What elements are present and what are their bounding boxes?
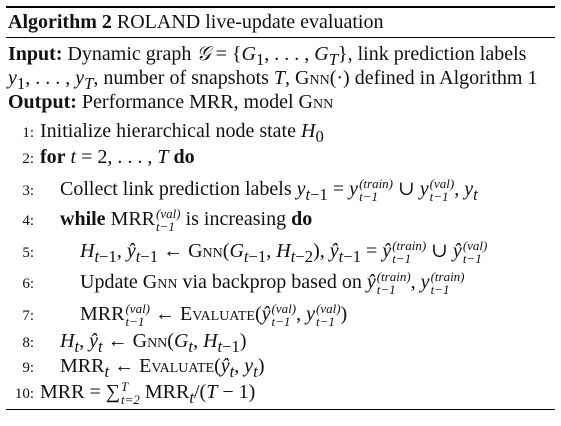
- step-5: 5:Ht−1, ŷt−1 ← Gnn(Gt−1, Ht−2), ŷt−1 = ŷ…: [8, 238, 487, 268]
- input-line-continued: y1, . . . , yT, number of snapshots T, G…: [8, 67, 538, 93]
- step-6: 6:Update Gnn via backprop based on ŷ(tra…: [8, 270, 464, 300]
- step-4: 4:while MRR(val)t−1 is increasing do: [8, 207, 312, 237]
- for-keyword: for: [40, 146, 66, 168]
- line-number: 7:: [22, 307, 34, 324]
- bottom-rule: [6, 409, 555, 410]
- line-number: 2:: [22, 151, 34, 167]
- input-keyword: Input:: [8, 43, 63, 65]
- input-line: Input: Dynamic graph 𝒢 = {G1, . . . , GT…: [8, 43, 527, 69]
- title-rule: [6, 37, 555, 38]
- step-7: 7:MRR(val)t−1 ← Evaluate(ŷ(val)t−1, y(va…: [8, 302, 347, 332]
- step-3: 3:Collect link prediction labels yt−1 = …: [8, 176, 477, 206]
- algorithm-title: Algorithm 2 ROLAND live-update evaluatio…: [8, 9, 383, 35]
- output-keyword: Output:: [8, 91, 77, 113]
- do-keyword: do: [291, 207, 313, 230]
- algorithm-label: Algorithm 2: [8, 11, 112, 33]
- algorithm-name: ROLAND live-update evaluation: [116, 11, 384, 33]
- line-number: 1:: [22, 125, 34, 141]
- line-number: 8:: [22, 335, 34, 351]
- while-keyword: while: [60, 207, 106, 230]
- output-line: Output: Performance MRR, model Gnn: [8, 91, 334, 113]
- step-2: 2:for t = 2, . . . , T do: [8, 146, 195, 176]
- line-number: 9:: [22, 360, 34, 376]
- line-number: 10:: [14, 385, 34, 402]
- step-8: 8:Ht, ŷt ← Gnn(Gt, Ht−1): [8, 330, 246, 360]
- step-1: 1:Initialize hierarchical node state H0: [8, 120, 323, 150]
- line-number: 6:: [22, 275, 34, 292]
- top-rule: [6, 6, 555, 8]
- step-9: 9:MRRt ← Evaluate(ŷt, yt): [8, 355, 264, 385]
- do-keyword: do: [173, 146, 195, 168]
- line-number: 3:: [22, 183, 34, 199]
- line-number: 5:: [22, 245, 34, 261]
- line-number: 4:: [22, 212, 34, 229]
